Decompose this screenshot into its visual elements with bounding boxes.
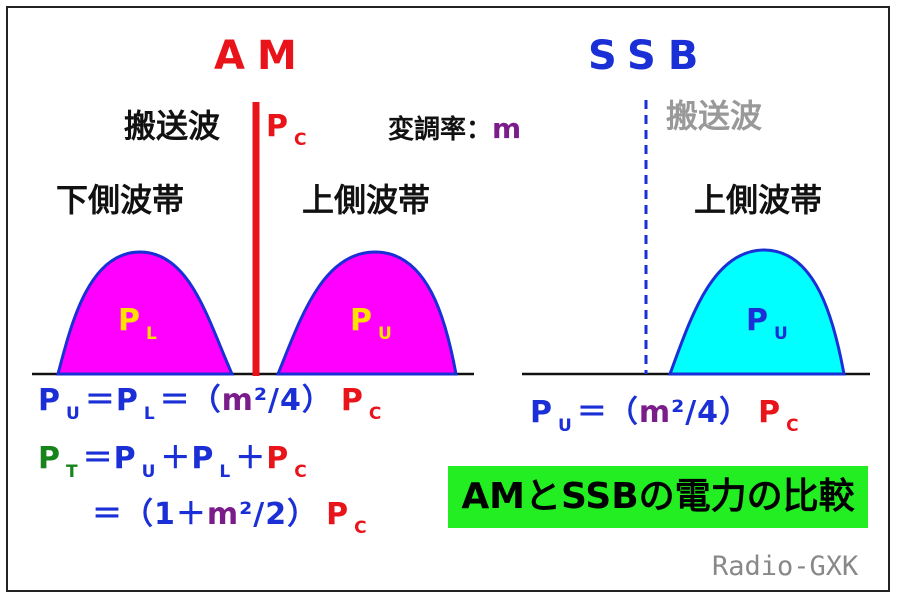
ssb-upper-sideband bbox=[667, 248, 846, 376]
am-upper-sideband-label: 上側波帯 bbox=[302, 181, 431, 219]
am-title: AM bbox=[214, 33, 309, 79]
am-lower-sideband bbox=[56, 250, 235, 376]
comparison-title: AMとSSBの電力の比較 bbox=[448, 466, 868, 528]
am-lower-sideband-label: 下側波帯 bbox=[56, 181, 185, 219]
credit-text: Radio-GXK bbox=[712, 551, 859, 582]
ssb-carrier-label: 搬送波 bbox=[666, 97, 763, 135]
ssb-title: SSB bbox=[588, 33, 711, 79]
modulation-index-label: 変調率：m bbox=[388, 112, 522, 145]
am-carrier-label: 搬送波 bbox=[124, 107, 221, 145]
ssb-upper-sideband-label: 上側波帯 bbox=[694, 181, 823, 219]
am-upper-sideband bbox=[275, 250, 458, 376]
